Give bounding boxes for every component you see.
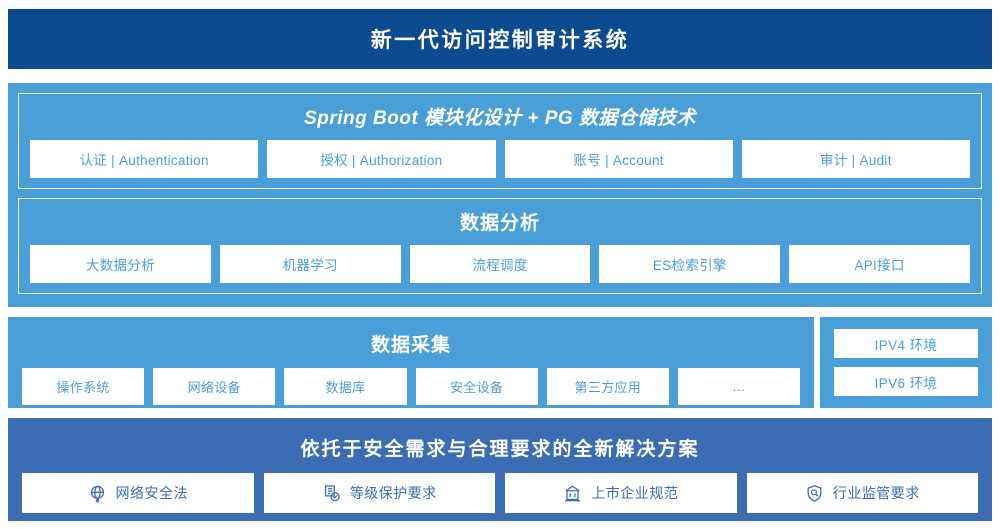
environment-item-ipv4[interactable]: IPV4 环境 xyxy=(834,329,978,358)
card-operating-system[interactable]: 操作系统 xyxy=(22,368,145,405)
card-label: 网络安全法 xyxy=(115,485,188,501)
globe-icon xyxy=(88,484,107,503)
page-header: 新一代访问控制审计系统 xyxy=(8,9,992,69)
environment-item-ipv6[interactable]: IPV6 环境 xyxy=(834,367,978,396)
collection-layer-panel: 数据采集 操作系统 网络设备 数据库 安全设备 第三方应用 … xyxy=(8,317,814,408)
bank-building-icon xyxy=(563,484,582,503)
platform-group: Spring Boot 模块化设计 + PG 数据仓储技术 认证 | Authe… xyxy=(18,93,982,189)
card-big-data-analysis[interactable]: 大数据分析 xyxy=(30,244,211,283)
card-label: 账号 | Account xyxy=(573,152,664,168)
card-api-interface[interactable]: API接口 xyxy=(789,244,970,283)
card-cybersecurity-law[interactable]: 网络安全法 xyxy=(22,473,254,513)
card-label: 认证 | Authentication xyxy=(79,152,209,168)
analysis-group: 数据分析 大数据分析 机器学习 流程调度 ES检索引擎 API接口 xyxy=(18,197,982,294)
card-label: 第三方应用 xyxy=(574,380,642,395)
card-label: 等级保护要求 xyxy=(349,485,437,501)
card-label: 数据库 xyxy=(325,380,366,395)
environment-label: IPV6 环境 xyxy=(874,375,938,391)
card-classified-protection[interactable]: 等级保护要求 xyxy=(263,473,495,513)
card-label: 机器学习 xyxy=(282,257,338,273)
card-es-search-engine[interactable]: ES检索引擎 xyxy=(599,244,781,283)
card-label: 上市企业规范 xyxy=(591,485,679,501)
card-label: 审计 | Audit xyxy=(819,152,892,168)
card-label: 授权 | Authorization xyxy=(320,152,443,168)
card-more[interactable]: … xyxy=(677,368,801,405)
solution-layer-panel: 依托于安全需求与合理要求的全新解决方案 网络安全法 xyxy=(8,418,992,521)
analysis-card-row: 大数据分析 机器学习 流程调度 ES检索引擎 API接口 xyxy=(29,244,971,283)
card-network-device[interactable]: 网络设备 xyxy=(153,368,276,405)
card-security-device[interactable]: 安全设备 xyxy=(415,368,538,405)
card-authorization[interactable]: 授权 | Authorization xyxy=(267,139,496,178)
collection-card-row: 操作系统 网络设备 数据库 安全设备 第三方应用 … xyxy=(8,368,814,405)
card-database[interactable]: 数据库 xyxy=(284,368,407,405)
card-label: 大数据分析 xyxy=(85,257,155,273)
solution-card-row: 网络安全法 等级保护要求 xyxy=(8,473,992,513)
analysis-group-title: 数据分析 xyxy=(459,212,540,234)
document-check-icon xyxy=(322,484,341,503)
card-label: 行业监管要求 xyxy=(832,485,920,501)
platform-group-title: Spring Boot 模块化设计 + PG 数据仓储技术 xyxy=(304,108,696,129)
card-authentication[interactable]: 认证 | Authentication xyxy=(30,139,259,178)
environment-panel: IPV4 环境 IPV6 环境 xyxy=(820,317,992,408)
card-label: ES检索引擎 xyxy=(652,257,727,273)
card-industry-regulation[interactable]: 行业监管要求 xyxy=(746,473,978,513)
card-label: 网络设备 xyxy=(187,380,241,395)
platform-card-row: 认证 | Authentication 授权 | Authorization 账… xyxy=(29,139,971,178)
card-label: 操作系统 xyxy=(56,380,110,395)
page-title: 新一代访问控制审计系统 xyxy=(370,29,630,52)
application-layer-panel: Spring Boot 模块化设计 + PG 数据仓储技术 认证 | Authe… xyxy=(8,83,992,307)
card-third-party-app[interactable]: 第三方应用 xyxy=(546,368,669,405)
collection-layer-title: 数据采集 xyxy=(370,335,451,356)
card-label: … xyxy=(732,379,746,394)
shield-search-icon xyxy=(805,484,824,503)
card-account[interactable]: 账号 | Account xyxy=(504,139,733,178)
card-label: API接口 xyxy=(854,257,905,273)
card-label: 流程调度 xyxy=(472,257,528,273)
card-label: 安全设备 xyxy=(450,380,504,395)
environment-label: IPV4 环境 xyxy=(874,337,938,353)
card-audit[interactable]: 审计 | Audit xyxy=(741,139,970,178)
card-machine-learning[interactable]: 机器学习 xyxy=(219,244,401,283)
solution-layer-title: 依托于安全需求与合理要求的全新解决方案 xyxy=(300,439,700,460)
card-process-scheduling[interactable]: 流程调度 xyxy=(409,244,591,283)
card-listed-company-standard[interactable]: 上市企业规范 xyxy=(505,473,737,513)
